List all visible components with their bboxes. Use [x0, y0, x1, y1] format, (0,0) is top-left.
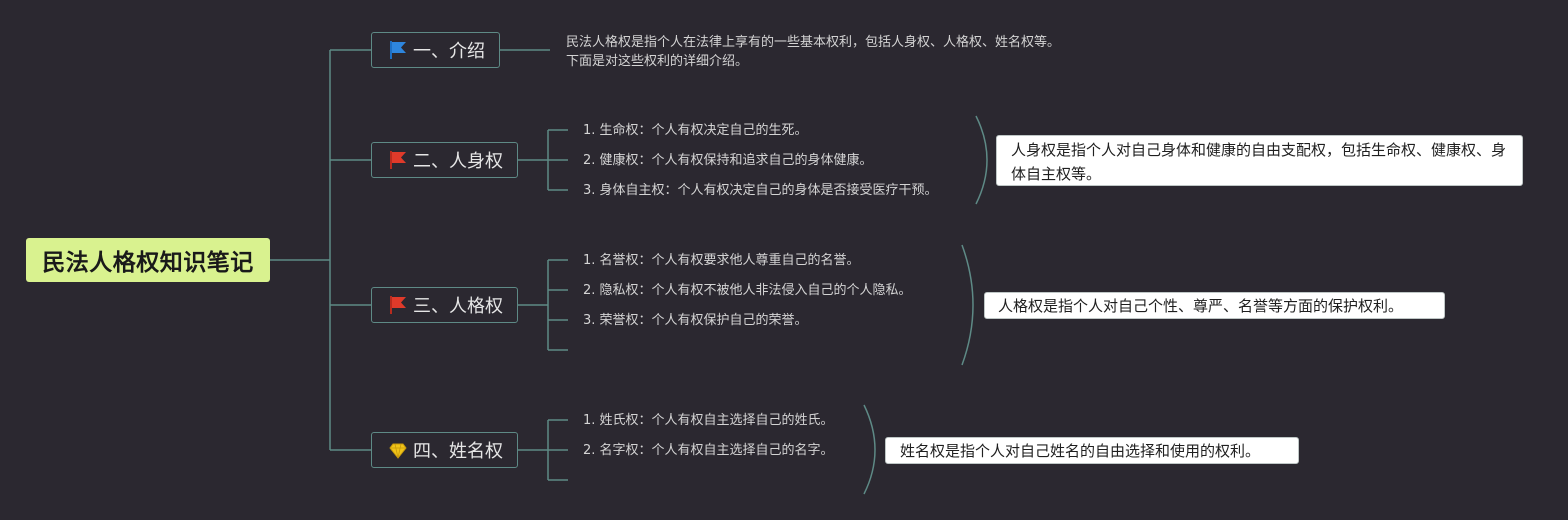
branch-personality-rights[interactable]: 三、人格权 [371, 287, 518, 323]
list-item[interactable]: 2. 名字权：个人有权自主选择自己的名字。 [583, 443, 834, 458]
branch-introduction[interactable]: 一、介绍 [371, 32, 500, 68]
branch-label: 一、介绍 [413, 41, 485, 62]
branch-personal-rights[interactable]: 二、人身权 [371, 142, 518, 178]
list-item[interactable]: 3. 身体自主权：个人有权决定自己的身体是否接受医疗干预。 [583, 183, 938, 198]
blue-flag-icon [389, 40, 407, 60]
name-rights-summary[interactable]: 姓名权是指个人对自己姓名的自由选择和使用的权利。 [885, 437, 1299, 464]
list-item[interactable]: 2. 健康权：个人有权保持和追求自己的身体健康。 [583, 153, 873, 168]
branch-label: 二、人身权 [413, 151, 503, 172]
branch-name-rights[interactable]: 四、姓名权 [371, 432, 518, 468]
list-item[interactable]: 1. 生命权：个人有权决定自己的生死。 [583, 123, 808, 138]
personality-rights-summary[interactable]: 人格权是指个人对自己个性、尊严、名誉等方面的保护权利。 [984, 292, 1445, 319]
red-flag-icon [389, 150, 407, 170]
introduction-text: 民法人格权是指个人在法律上享有的一些基本权利，包括人身权、人格权、姓名权等。下面… [566, 35, 1061, 69]
red-flag-icon [389, 295, 407, 315]
list-item[interactable]: 2. 隐私权：个人有权不被他人非法侵入自己的个人隐私。 [583, 283, 912, 298]
root-topic[interactable]: 民法人格权知识笔记 [26, 238, 270, 282]
personal-rights-summary[interactable]: 人身权是指个人对自己身体和健康的自由支配权，包括生命权、健康权、身体自主权等。 [996, 135, 1523, 186]
list-item[interactable]: 3. 荣誉权：个人有权保护自己的荣誉。 [583, 313, 808, 328]
branch-label: 三、人格权 [413, 296, 503, 317]
list-item[interactable]: 1. 姓氏权：个人有权自主选择自己的姓氏。 [583, 413, 834, 428]
diamond-icon [389, 440, 407, 460]
list-item[interactable]: 1. 名誉权：个人有权要求他人尊重自己的名誉。 [583, 253, 860, 268]
root-title: 民法人格权知识笔记 [42, 250, 254, 276]
branch-label: 四、姓名权 [413, 441, 503, 462]
